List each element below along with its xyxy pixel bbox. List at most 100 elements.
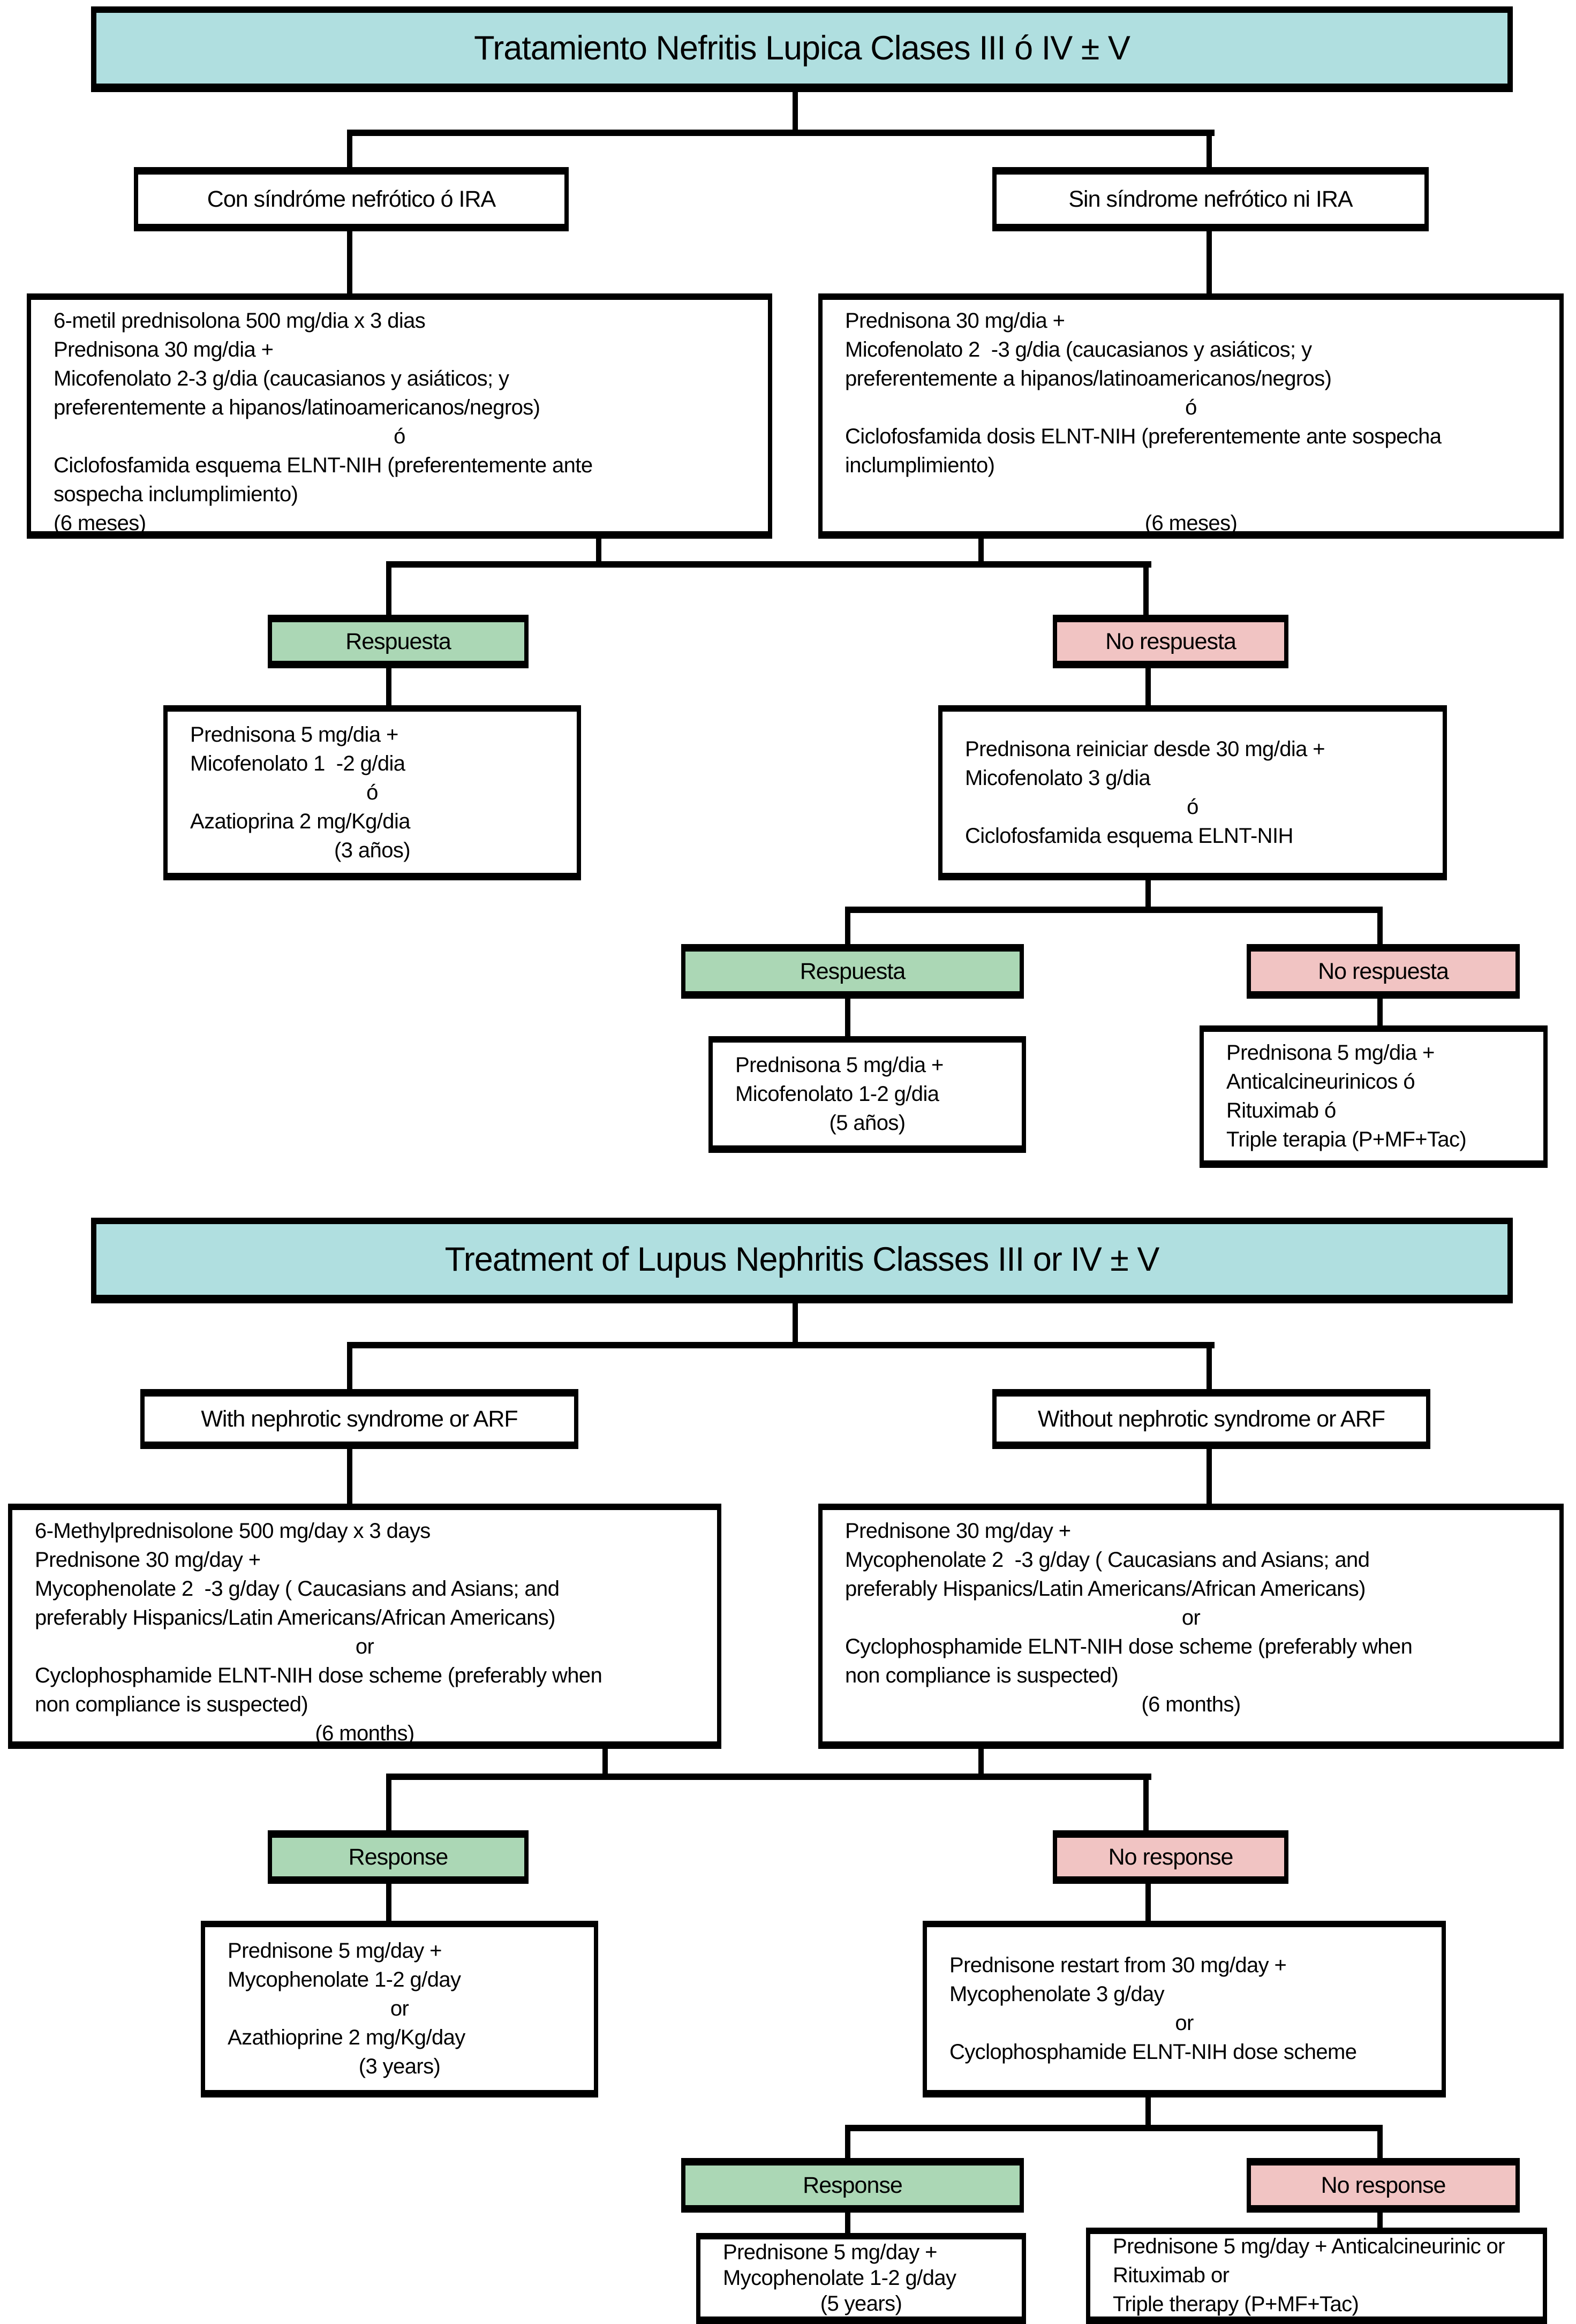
spanish-no-response-badge-1: No respuesta: [1053, 615, 1288, 668]
text-line: Prednisona 30 mg/dia +: [54, 338, 274, 361]
text-line: Mycophenolate 3 g/day: [949, 1982, 1165, 2006]
connector-line: [1377, 2210, 1383, 2229]
english-maintenance-box: Prednisone 5 mg/day + Mycophenolate 1-2 g…: [201, 1921, 598, 2097]
connector-line: [845, 997, 850, 1038]
connector-line: [1377, 997, 1383, 1028]
connector-line: [389, 561, 1151, 568]
response-label: Response: [348, 1844, 449, 1870]
text-line: Anticalcineurinicos ó: [1226, 1070, 1415, 1093]
text-line: (3 años): [334, 838, 411, 862]
english-title-text: Treatment of Lupus Nephritis Classes III…: [444, 1241, 1160, 1278]
text-line: Micofenolato 2-3 g/dia (caucasianos y as…: [54, 367, 509, 390]
connector-line: [389, 1774, 1151, 1780]
no-response-label: No respuesta: [1105, 628, 1236, 654]
no-response-label: No response: [1108, 1844, 1234, 1870]
text-line: Prednisone restart from 30 mg/day +: [949, 1953, 1287, 1977]
connector-line: [1206, 130, 1212, 169]
spanish-no-response-badge-2: No respuesta: [1247, 944, 1520, 999]
text-line: Prednisone 5 mg/day + Anticalcineurinic …: [1113, 2235, 1505, 2258]
spanish-induction-with-nephrotic-box: 6-metil prednisolona 500 mg/dia x 3 dias…: [27, 293, 772, 539]
text-line: preferentemente a hipanos/latinoamerican…: [54, 396, 540, 419]
text-line: (6 meses): [1144, 511, 1238, 535]
text-line: Prednisone 30 mg/day +: [35, 1548, 261, 1572]
text-line: Triple terapia (P+MF+Tac): [1226, 1128, 1467, 1151]
text-line: Azathioprine 2 mg/Kg/day: [228, 2026, 465, 2049]
text-line: Rituximab ó: [1226, 1099, 1336, 1122]
text-line: Prednisone 5 mg/day +: [723, 2240, 937, 2264]
connector-line: [1377, 2125, 1383, 2160]
no-response-label: No respuesta: [1318, 958, 1449, 984]
connector-line: [848, 907, 1383, 913]
text-line: 6-metil prednisolona 500 mg/dia x 3 dias: [54, 309, 426, 333]
text-line: Micofenolato 1-2 g/dia: [735, 1082, 939, 1106]
text-line: or: [355, 1635, 374, 1658]
branch-label: With nephrotic syndrome or ARF: [201, 1406, 518, 1432]
spanish-induction-without-nephrotic-box: Prednisona 30 mg/dia +Micofenolato 2 -3 …: [818, 293, 1564, 539]
connector-line: [386, 1882, 391, 1923]
connector-line: [1377, 907, 1383, 946]
text-line: Micofenolato 3 g/dia: [965, 766, 1151, 790]
text-line: ó: [1187, 795, 1198, 819]
text-line: Rituximab or: [1113, 2263, 1230, 2287]
english-response-badge-1: Response: [268, 1830, 529, 1884]
text-line: Mycophenolate 1-2 g/day: [723, 2266, 956, 2290]
spanish-branch-without-nephrotic: Sin síndrome nefrótico ni IRA: [992, 167, 1429, 231]
connector-line: [1206, 230, 1212, 296]
text-line: Cyclophosphamide ELNT-NIH dose scheme (p…: [35, 1664, 602, 1687]
text-line: Prednisona 5 mg/dia +: [190, 722, 398, 746]
text-line: preferably Hispanics/Latin Americans/Afr…: [845, 1577, 1366, 1601]
text-line: Prednisone 5 mg/day +: [228, 1939, 442, 1963]
text-line: Azatioprina 2 mg/Kg/dia: [190, 809, 410, 833]
connector-line: [347, 230, 352, 296]
spanish-rescue-box: Prednisona 5 mg/dia +Anticalcineurinicos…: [1200, 1025, 1548, 1168]
english-branch-without-nephrotic: Without nephrotic syndrome or ARF: [992, 1389, 1430, 1449]
connector-line: [347, 130, 352, 169]
text-line: Ciclofosfamida esquema ELNT-NIH (prefere…: [54, 454, 593, 477]
english-induction-without-nephrotic-box: Prednisone 30 mg/day +Mycophenolate 2 -3…: [818, 1504, 1564, 1749]
english-restart-box: Prednisone restart from 30 mg/day + Mycop…: [923, 1921, 1446, 2097]
english-maintenance2-box: Prednisone 5 mg/day +Mycophenolate 1-2 g…: [696, 2233, 1026, 2324]
connector-line: [602, 1748, 608, 1779]
text-line: (3 years): [358, 2055, 441, 2078]
connector-line: [845, 2210, 850, 2234]
english-no-response-badge-1: No response: [1053, 1830, 1288, 1884]
text-line: Cyclophosphamide ELNT-NIH dose scheme (p…: [845, 1635, 1413, 1658]
connector-line: [350, 1342, 1215, 1348]
connector-line: [848, 2125, 1383, 2131]
text-line: Prednisona 5 mg/dia +: [735, 1053, 944, 1077]
text-line: Triple therapy (P+MF+Tac): [1113, 2292, 1359, 2316]
branch-label: Sin síndrome nefrótico ni IRA: [1068, 186, 1353, 212]
text-line: ó: [394, 425, 405, 448]
connector-line: [386, 666, 391, 708]
text-line: (5 years): [820, 2292, 902, 2315]
text-line: (6 meses): [54, 511, 146, 535]
text-line: Ciclofosfamida esquema ELNT-NIH: [965, 824, 1293, 848]
text-line: Mycophenolate 2 -3 g/day ( Caucasians an…: [845, 1548, 1370, 1572]
text-line: or: [390, 1997, 409, 2020]
branch-label: Con síndróme nefrótico ó IRA: [207, 186, 496, 212]
text-line: or: [1175, 2011, 1194, 2035]
connector-line: [978, 537, 984, 568]
connector-line: [1145, 1882, 1151, 1923]
connector-line: [1206, 1447, 1212, 1506]
connector-line: [793, 1301, 798, 1346]
text-line: ó: [1185, 396, 1197, 419]
connector-line: [386, 1774, 391, 1832]
connector-line: [1145, 878, 1151, 910]
connector-line: [596, 537, 601, 568]
connector-line: [1143, 561, 1149, 617]
text-line: (6 months): [315, 1722, 414, 1745]
connector-line: [1143, 1774, 1149, 1832]
connector-line: [978, 1748, 984, 1779]
text-line: Mycophenolate 1-2 g/day: [228, 1968, 461, 1991]
spanish-response-badge-2: Respuesta: [681, 944, 1024, 999]
text-line: [845, 480, 1537, 509]
connector-line: [845, 907, 850, 946]
connector-line: [347, 1447, 352, 1506]
text-line: (6 months): [1141, 1693, 1241, 1716]
connector-line: [793, 91, 798, 134]
spanish-response-badge-1: Respuesta: [268, 615, 529, 668]
english-branch-with-nephrotic: With nephrotic syndrome or ARF: [140, 1389, 578, 1449]
no-response-label: No response: [1321, 2172, 1446, 2198]
